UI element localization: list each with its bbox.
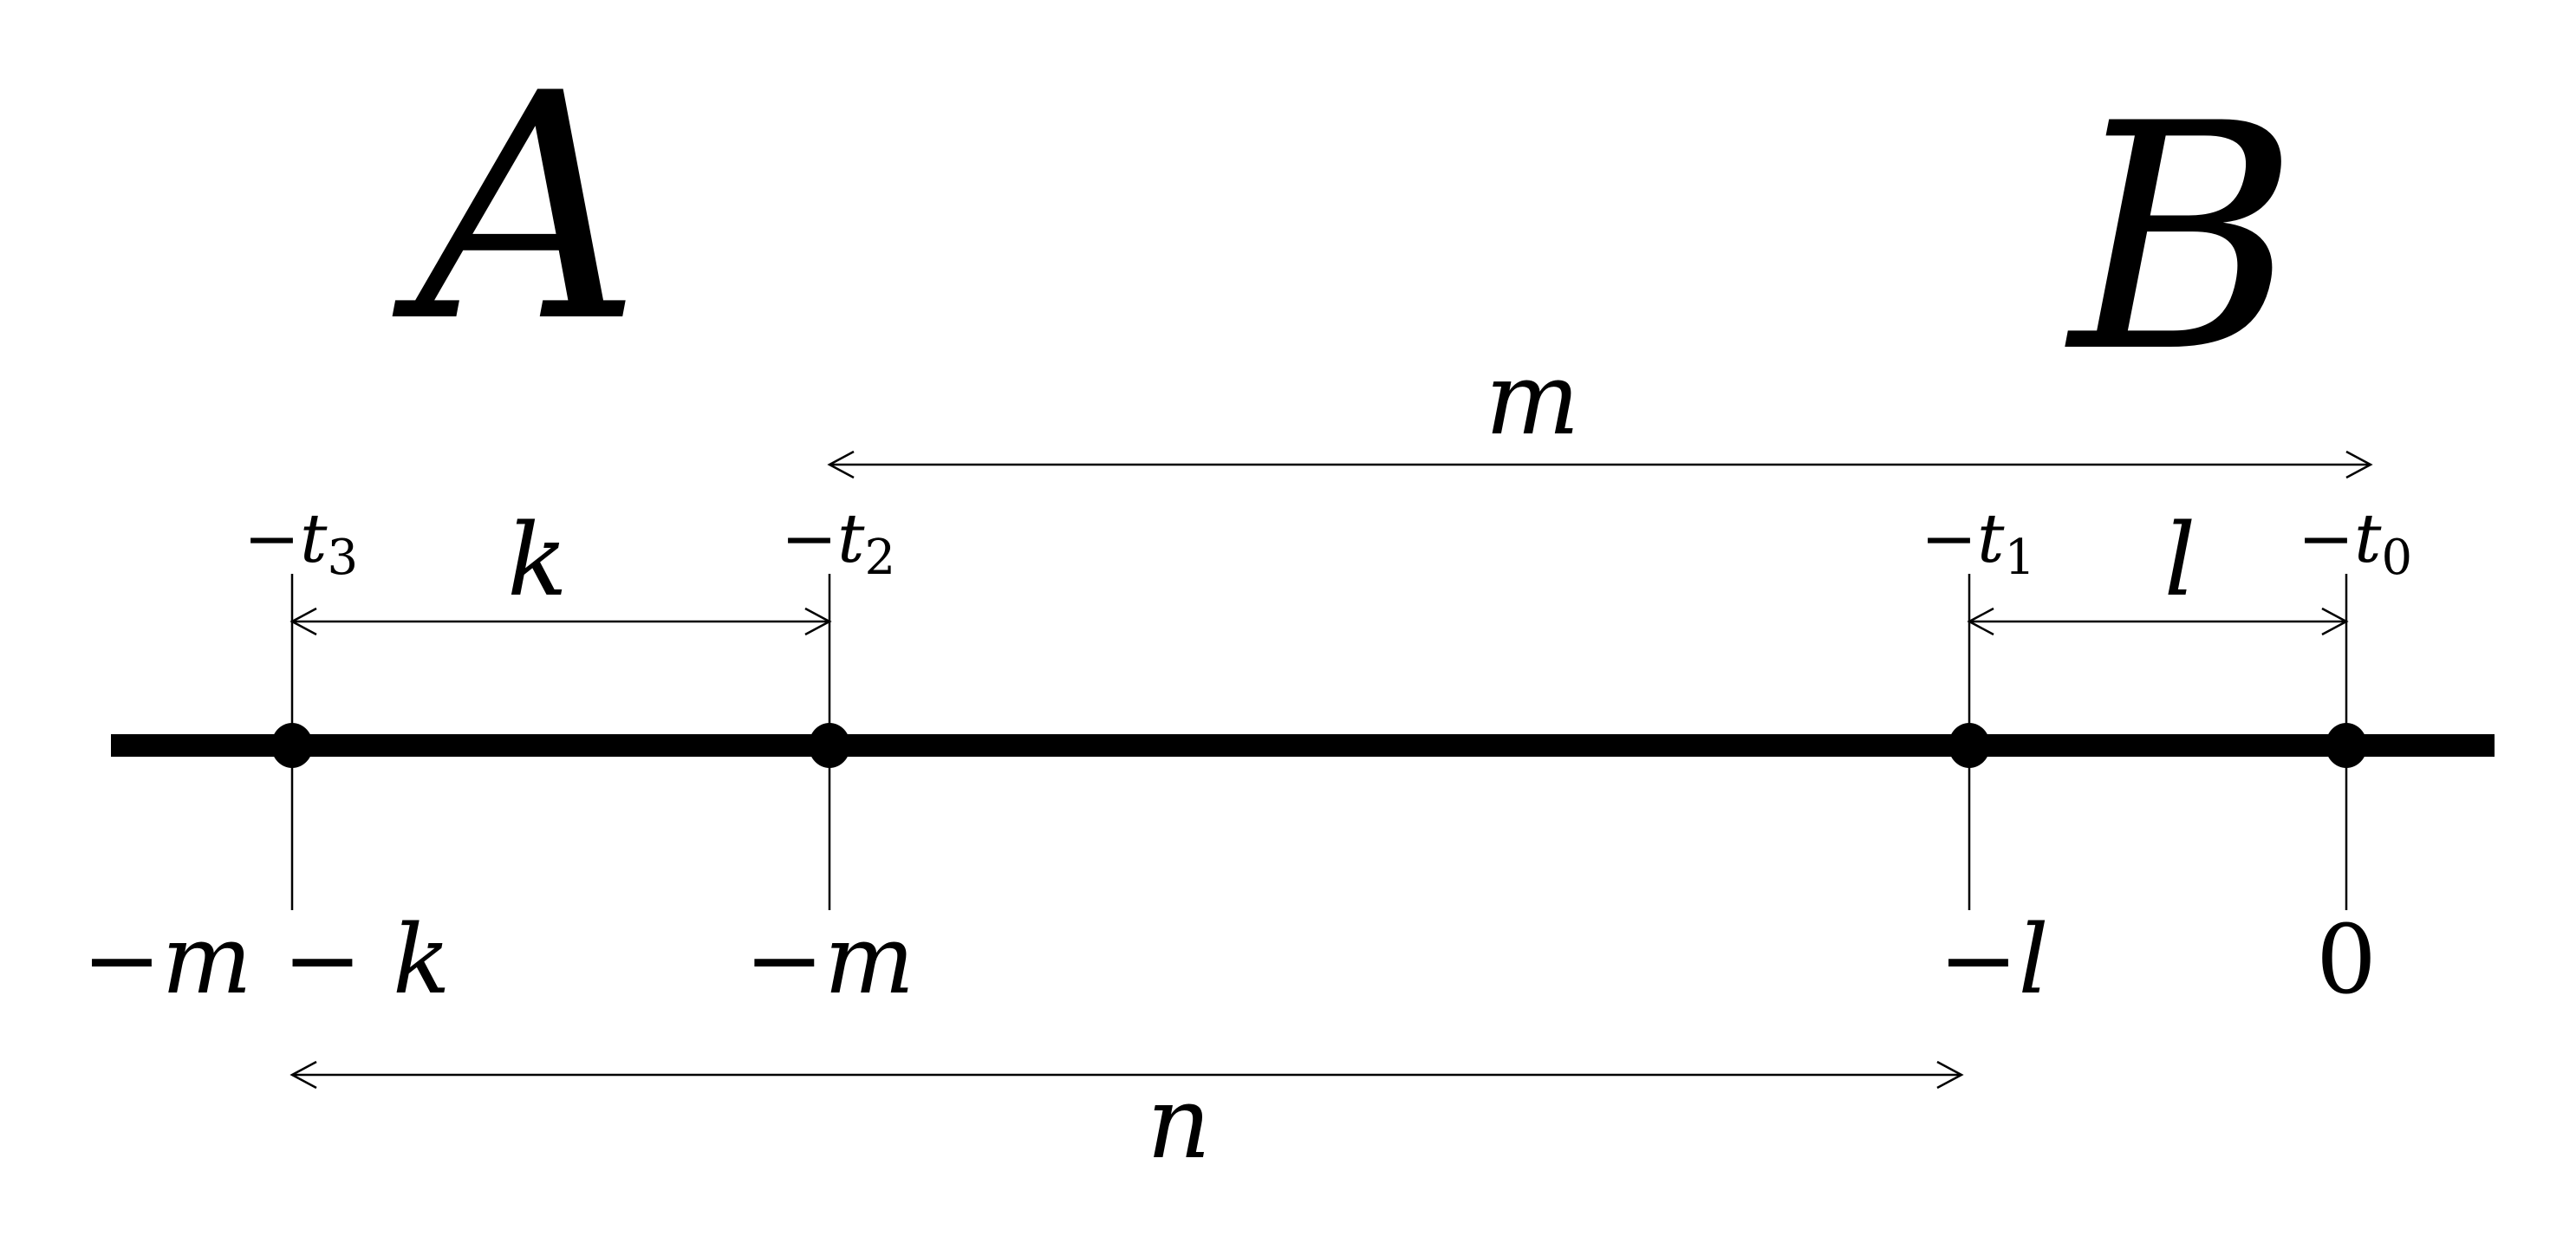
bottom-label-t3: −m − k xyxy=(81,904,450,1015)
point-t1 xyxy=(1948,723,1990,768)
bottom-label-part: − xyxy=(1938,904,2018,1015)
span-k-arrow xyxy=(289,607,832,636)
bottom-label-t0: 0 xyxy=(2316,904,2377,1015)
span-l-arrow xyxy=(1967,607,2349,636)
top-label-subscript: 2 xyxy=(865,530,896,586)
bottom-label-part: − xyxy=(745,904,824,1015)
bottom-label-t1: −l xyxy=(1938,904,2048,1015)
top-label-var: t xyxy=(837,500,865,578)
point-t3 xyxy=(271,723,313,768)
span-k-label: k xyxy=(507,503,568,619)
top-label-var: t xyxy=(2354,500,2382,578)
top-label-sign: − xyxy=(1921,500,1977,578)
point-t2 xyxy=(809,723,850,768)
top-label-t2: −t2 xyxy=(781,500,895,586)
top-label-t3: −t3 xyxy=(244,500,358,586)
bottom-label-part: l xyxy=(2018,904,2048,1015)
top-label-sign: − xyxy=(781,500,837,578)
point-labels: −t3−m − k−t2−m−t1−l−t00 xyxy=(81,500,2412,1015)
span-n-label: n xyxy=(1147,1065,1211,1181)
bottom-label-t2: −m xyxy=(745,904,914,1015)
point-t0 xyxy=(2326,723,2367,768)
top-label-subscript: 3 xyxy=(328,530,359,586)
bottom-label-part: − xyxy=(81,904,161,1015)
top-label-t1: −t1 xyxy=(1921,500,2035,586)
span-m-arrow xyxy=(827,450,2373,479)
bottom-label-part: k xyxy=(393,904,451,1015)
top-label-subscript: 1 xyxy=(2005,530,2036,586)
bottom-label-part: m xyxy=(824,904,914,1015)
top-label-subscript: 0 xyxy=(2382,530,2413,586)
region-b-label: B xyxy=(2065,57,2299,420)
top-label-sign: − xyxy=(2298,500,2354,578)
span-n-arrow xyxy=(289,1060,1964,1090)
span-l-label: l xyxy=(2164,503,2196,619)
top-label-var: t xyxy=(300,500,328,578)
region-a-label: A xyxy=(392,27,641,390)
top-label-var: t xyxy=(1977,500,2005,578)
span-m-label: m xyxy=(1485,342,1579,458)
top-label-sign: − xyxy=(244,500,300,578)
top-label-t0: −t0 xyxy=(2298,500,2412,586)
bottom-label-part: 0 xyxy=(2316,904,2377,1015)
bottom-label-part: m xyxy=(162,904,252,1015)
bottom-label-part: − xyxy=(252,904,393,1015)
